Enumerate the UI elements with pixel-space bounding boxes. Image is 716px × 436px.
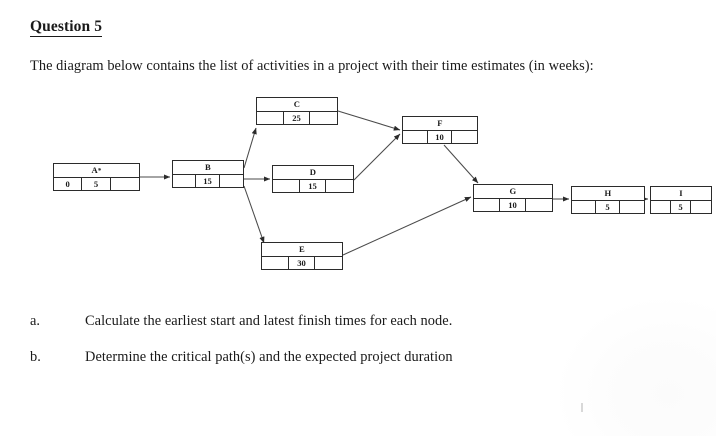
- question-text-b: Determine the critical path(s) and the e…: [85, 349, 453, 365]
- activity-cell-h-2: [620, 201, 644, 213]
- activity-cell-d-1: 15: [300, 180, 327, 192]
- activity-cell-a-2: [111, 178, 139, 190]
- activity-label-e: E: [262, 243, 342, 257]
- activity-cells-f: 10: [403, 131, 477, 143]
- edge-e-g: [342, 196, 472, 256]
- activity-cell-c-1: 25: [284, 112, 311, 124]
- activity-cell-i-2: [691, 201, 711, 213]
- activity-cell-g-0: [474, 199, 500, 211]
- page-title: Question 5: [30, 18, 103, 38]
- activity-cells-c: 25: [257, 112, 337, 124]
- activity-cells-d: 15: [273, 180, 353, 192]
- activity-label-a: A*: [54, 164, 139, 178]
- activity-cell-f-0: [403, 131, 428, 143]
- activity-cell-e-2: [315, 257, 342, 269]
- question-marker-b: b.: [30, 349, 41, 365]
- activity-cell-f-1: 10: [428, 131, 453, 143]
- activity-cell-b-1: 15: [196, 175, 220, 187]
- activity-cell-b-2: [220, 175, 243, 187]
- activity-cell-a-0: 0: [54, 178, 83, 190]
- intro-text: The diagram below contains the list of a…: [30, 58, 594, 74]
- activity-cell-e-1: 30: [289, 257, 316, 269]
- activity-label-d: D: [273, 166, 353, 180]
- activity-label-h: H: [572, 187, 644, 201]
- activity-cell-e-0: [262, 257, 289, 269]
- edge-b-c: [243, 127, 257, 169]
- activity-cells-g: 10: [474, 199, 552, 211]
- activity-label-f: F: [403, 117, 477, 131]
- activity-cell-i-0: [651, 201, 671, 213]
- activity-label-b: B: [173, 161, 243, 175]
- edge-d-f: [353, 133, 401, 181]
- activity-cell-h-1: 5: [596, 201, 620, 213]
- activity-label-c: C: [257, 98, 337, 112]
- activity-cell-f-2: [452, 131, 477, 143]
- activity-cell-d-2: [326, 180, 353, 192]
- activity-cell-i-1: 5: [671, 201, 691, 213]
- edge-c-f: [337, 110, 401, 131]
- activity-cell-h-0: [572, 201, 596, 213]
- activity-label-i: I: [651, 187, 711, 201]
- activity-cell-g-2: [526, 199, 552, 211]
- activity-label-g: G: [474, 185, 552, 199]
- scan-artifact-mark: [581, 403, 583, 412]
- activity-cells-e: 30: [262, 257, 342, 269]
- activity-cell-d-0: [273, 180, 300, 192]
- edge-b-e: [243, 185, 265, 244]
- activity-cell-c-0: [257, 112, 284, 124]
- activity-cell-a-1: 5: [82, 178, 111, 190]
- activity-cells-b: 15: [173, 175, 243, 187]
- activity-cell-g-1: 10: [500, 199, 526, 211]
- question-marker-a: a.: [30, 313, 40, 329]
- activity-cell-c-2: [310, 112, 337, 124]
- activity-cell-b-0: [173, 175, 197, 187]
- question-text-a: Calculate the earliest start and latest …: [85, 313, 453, 329]
- activity-cells-i: 5: [651, 201, 711, 213]
- edge-f-g: [443, 144, 479, 184]
- activity-cells-h: 5: [572, 201, 644, 213]
